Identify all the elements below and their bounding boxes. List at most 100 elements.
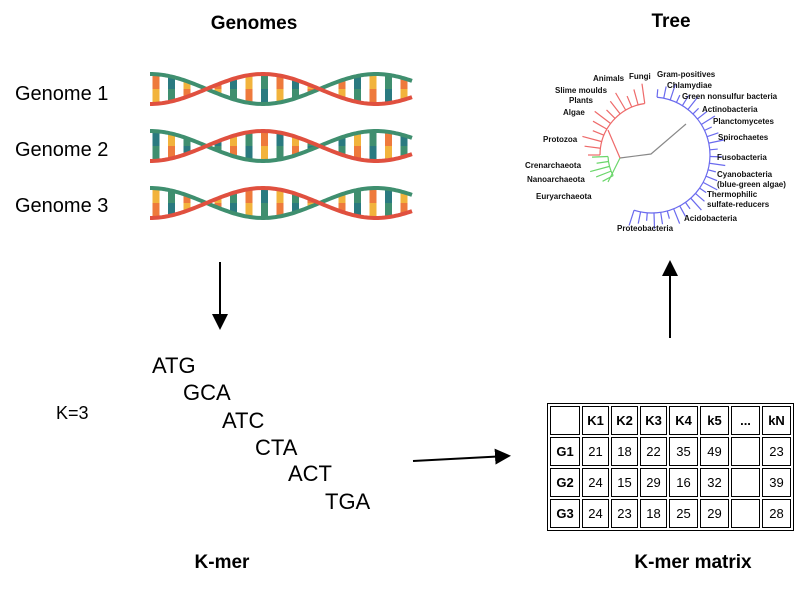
cell: 24 bbox=[582, 499, 609, 528]
tree-title: Tree bbox=[651, 11, 691, 32]
tree-leaf bbox=[626, 95, 633, 108]
tree-label: Spirochaetes bbox=[718, 133, 769, 142]
tree-leaf bbox=[641, 83, 646, 104]
dna-rung bbox=[261, 74, 268, 89]
dna-rung bbox=[230, 135, 237, 146]
tree-leaf bbox=[707, 169, 716, 173]
tree-leaf bbox=[594, 110, 611, 124]
dna-rung bbox=[292, 146, 299, 156]
kmer-matrix-title: K-mer matrix bbox=[634, 552, 752, 573]
dna-strand bbox=[150, 72, 413, 106]
dna-rung bbox=[292, 203, 299, 213]
tree-leaf bbox=[633, 89, 639, 106]
tree-label: Green nonsulfur bacteria bbox=[682, 92, 778, 101]
dna-rung bbox=[369, 146, 377, 161]
dna-rung bbox=[338, 89, 346, 98]
cell: 16 bbox=[669, 468, 698, 497]
kmer: ACT bbox=[288, 461, 332, 486]
dna-rung bbox=[183, 138, 191, 146]
dna-rung bbox=[168, 203, 175, 216]
dna-rung bbox=[354, 203, 361, 217]
tree-label: Fusobacteria bbox=[717, 153, 767, 162]
dna-rung bbox=[245, 132, 253, 146]
dna-strand bbox=[150, 186, 413, 220]
tree-label: Crenarchaeota bbox=[525, 161, 582, 170]
tree-label: Plants bbox=[569, 96, 594, 105]
dna-rung bbox=[214, 198, 222, 203]
dna-strand bbox=[150, 129, 413, 163]
tree-leaf bbox=[706, 132, 719, 138]
tree-leaf bbox=[679, 205, 687, 217]
tree-label: Thermophilic bbox=[707, 190, 758, 199]
kmer: TGA bbox=[325, 489, 371, 514]
dna-rung bbox=[276, 75, 284, 89]
tree-leaf bbox=[606, 109, 616, 119]
tree-branch bbox=[599, 102, 645, 156]
tree-leaf bbox=[609, 100, 621, 115]
tree-label: Nanoarchaeota bbox=[527, 175, 585, 184]
tree-leaf bbox=[646, 212, 648, 221]
tree-leaf bbox=[602, 175, 614, 182]
tree-label: Euryarchaeota bbox=[536, 192, 592, 201]
cell: 29 bbox=[640, 468, 667, 497]
dna-rung bbox=[354, 75, 361, 89]
cell: 23 bbox=[762, 437, 791, 466]
tree-label: Fungi bbox=[629, 72, 651, 81]
dna-rung bbox=[152, 203, 160, 218]
kmer: ATG bbox=[152, 353, 196, 378]
dna-rung bbox=[152, 188, 160, 203]
dna-rung bbox=[168, 146, 175, 159]
table-header-row: K1 K2 K3 K4 k5 ... kN bbox=[550, 406, 791, 435]
tree-leaf bbox=[656, 89, 659, 98]
cell bbox=[731, 468, 760, 497]
header-cell: kN bbox=[762, 406, 791, 435]
tree-leaf bbox=[592, 120, 608, 130]
tree-leaf bbox=[709, 162, 726, 167]
tree-leaf bbox=[687, 96, 699, 110]
dna-rung bbox=[338, 80, 346, 89]
cell: 18 bbox=[640, 499, 667, 528]
tree-leaf bbox=[701, 115, 716, 125]
dna-rung bbox=[168, 133, 175, 146]
dna-rung bbox=[400, 89, 408, 100]
dna-rung bbox=[183, 146, 191, 154]
header-cell bbox=[550, 406, 580, 435]
tree-label: Proteobacteria bbox=[617, 224, 674, 233]
dna-rung bbox=[354, 146, 361, 160]
dna-rung bbox=[261, 89, 268, 104]
dna-rung bbox=[292, 136, 299, 146]
dna-rung bbox=[276, 189, 284, 203]
tree-leaf bbox=[681, 95, 690, 106]
dna-rung bbox=[276, 146, 284, 160]
dna-rung bbox=[354, 132, 361, 146]
tree-leaf bbox=[666, 210, 670, 219]
table-row: G3 24 23 18 25 29 28 bbox=[550, 499, 791, 528]
cell: 23 bbox=[611, 499, 638, 528]
dna-rung bbox=[214, 203, 222, 208]
dna-rung bbox=[261, 146, 268, 161]
table-row: G1 21 18 22 35 49 23 bbox=[550, 437, 791, 466]
tree-leaf bbox=[628, 209, 635, 226]
tree-leaf bbox=[709, 148, 718, 151]
tree-leaf bbox=[708, 139, 725, 144]
genomes-title: Genomes bbox=[210, 13, 298, 34]
tree-leaf bbox=[697, 111, 708, 120]
dna-rung bbox=[230, 78, 237, 89]
dna-rung bbox=[152, 131, 160, 146]
dna-rung bbox=[245, 203, 253, 217]
tree-leaf bbox=[673, 208, 681, 224]
tree-leaf bbox=[699, 187, 707, 194]
header-cell: K3 bbox=[640, 406, 667, 435]
cell bbox=[731, 499, 760, 528]
tree-branch bbox=[633, 96, 711, 214]
cell: 25 bbox=[669, 499, 698, 528]
dna-rung bbox=[338, 137, 346, 146]
tree-label: Slime moulds bbox=[555, 86, 608, 95]
tree-label: Protozoa bbox=[543, 135, 578, 144]
tree-leaf bbox=[704, 126, 713, 131]
cell bbox=[731, 437, 760, 466]
tree-leaf bbox=[584, 145, 601, 149]
tree-root bbox=[619, 123, 687, 159]
